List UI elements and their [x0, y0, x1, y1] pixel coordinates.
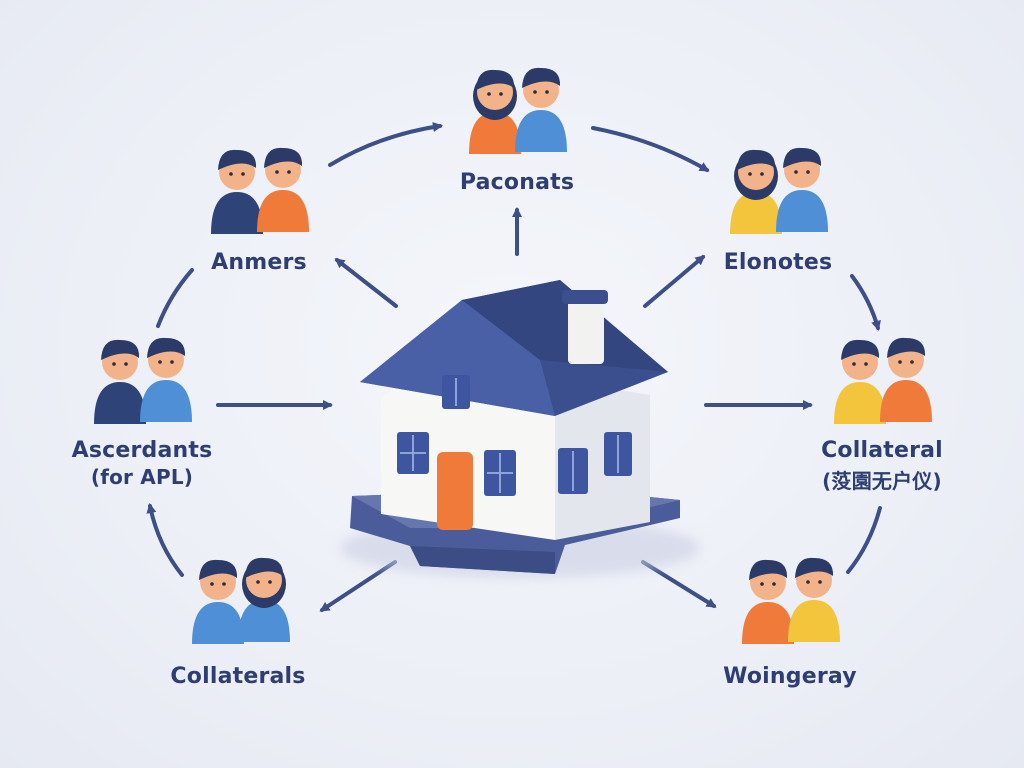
- people-group-left: [94, 337, 192, 424]
- node-label-top-right: Elonotes: [723, 250, 833, 275]
- arrow-top-left-to-top: [328, 122, 443, 167]
- arrow-right-arc-lower: [846, 506, 882, 574]
- people-group-top-right: [730, 147, 828, 234]
- people-group-left-person-2: [140, 337, 192, 422]
- house-wall-right: [555, 380, 650, 540]
- people-group-right-person-1: [834, 339, 886, 424]
- arrows: [146, 122, 882, 612]
- node-label-right-sub: (莈園无户仪): [822, 469, 942, 493]
- people-group-top: [469, 67, 567, 154]
- node-label-bottom-right: Woingeray: [723, 664, 857, 689]
- node-label-top: Paconats: [459, 170, 575, 195]
- node-label-right: Collateral (莈園无户仪): [821, 438, 943, 494]
- node-label-left-main: Ascerdants: [71, 438, 213, 463]
- people-group-left-person-1: [94, 339, 146, 424]
- node-label-left: Ascerdants (for APL): [72, 438, 213, 489]
- arrow-house-to-top-left: [334, 258, 398, 308]
- arrow-top-to-top-right: [591, 126, 710, 172]
- node-label-bottom-left: Collaterals: [170, 664, 306, 689]
- arrow-top-right-to-right: [850, 274, 881, 331]
- people-group-top-right-person-2: [776, 147, 828, 232]
- house-chimney: [568, 300, 604, 364]
- people-group-top-person-2: [515, 67, 567, 152]
- people-group-top-left-person-1: [211, 149, 263, 234]
- arrow-house-to-bottom-left: [319, 560, 397, 612]
- people-groups: [94, 67, 932, 644]
- people-group-bottom-right: [742, 557, 840, 644]
- arrow-house-to-bottom-right: [641, 560, 717, 608]
- node-label-right-main: Collateral: [821, 438, 943, 463]
- arrow-house-to-top-right: [643, 255, 706, 308]
- arrow-left-arc-upper: [156, 268, 194, 328]
- people-group-bottom-right-person-1: [742, 559, 794, 644]
- people-group-top-right-person-1: [730, 149, 782, 234]
- people-group-top-left-person-2: [257, 147, 309, 232]
- people-group-right: [834, 337, 932, 424]
- arrow-bottom-left-to-left: [146, 503, 184, 577]
- house-door: [437, 452, 473, 530]
- people-group-top-person-1: [469, 69, 521, 154]
- people-group-right-person-2: [880, 337, 932, 422]
- people-group-bottom-right-person-2: [788, 557, 840, 642]
- people-group-bottom-left-person-1: [192, 559, 244, 644]
- node-label-left-sub: (for APL): [90, 465, 194, 489]
- house: [340, 280, 700, 578]
- people-group-bottom-left: [192, 557, 290, 644]
- node-label-top-left: Anmers: [211, 250, 307, 275]
- people-group-bottom-left-person-2: [238, 557, 290, 642]
- people-group-top-left: [211, 147, 309, 234]
